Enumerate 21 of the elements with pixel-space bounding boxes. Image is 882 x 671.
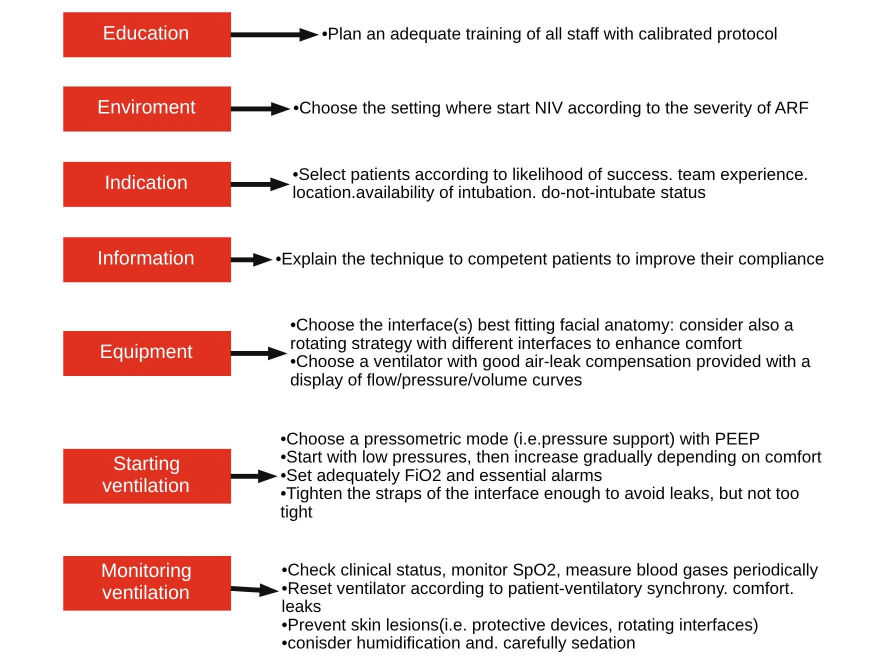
node-text: •Plan an adequate training of all staff with calibrated protocol (321, 24, 778, 44)
node-text: •Select patients according to likelihood of success. team experience. location.availability of intubation. do-not-intubate status (292, 164, 808, 202)
node-box: Education (62, 12, 231, 58)
arrow (230, 102, 290, 116)
node-text: •Choose the interface(s) best fitting facial anatomy: consider also a rotating strategy with different interfaces to enhance comfort •Choose a ventilator with good air-leak compensation provided with a display of flow/pressure/volume curves (290, 316, 810, 390)
arrow (230, 346, 288, 360)
arrow (230, 252, 272, 267)
node-text: •Explain the technique to competent patients to improve their compliance (274, 249, 824, 268)
arrow (230, 469, 278, 484)
node-text: •Choose the setting where start NIV according to the severity of ARF (292, 98, 808, 118)
arrow (230, 178, 290, 192)
node-box: Monitoring ventilation (62, 556, 231, 611)
node-box: Equipment (62, 330, 231, 376)
node-box: Starting ventilation (62, 448, 231, 504)
node-text: •Check clinical status, monitor SpO2, measure blood gases periodically •Reset ventilator according to patient-ventilatory synchrony. comfort. leaks •Prevent skin lesions(i.e. protective devices, rotating interfaces) •conisder humidification and. carefully sedation (281, 560, 818, 653)
node-text: •Choose a pressometric mode (i.e.pressure support) with PEEP •Start with low pressures, then increase gradually depending on comfort •Set adequately FiO2 and essential alarms •Tighten the straps of the interface enough to avoid leaks, but not too tight (280, 429, 822, 522)
node-box: Enviroment (62, 86, 231, 132)
arrow (230, 28, 319, 42)
arrow (230, 583, 279, 598)
node-box: Information (62, 237, 231, 282)
node-box: Indication (62, 162, 231, 207)
